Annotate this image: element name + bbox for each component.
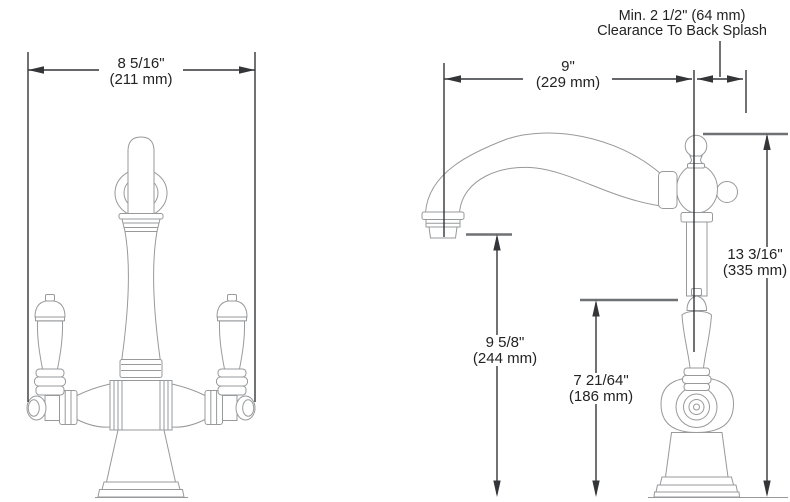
arrowhead-left bbox=[697, 75, 713, 83]
arrowhead-down bbox=[763, 480, 771, 497]
front-width-mm: (211 mm) bbox=[109, 70, 173, 88]
label-overall-height: 13 3/16" (335 mm) bbox=[716, 247, 790, 278]
front-left-valve-arm bbox=[26, 383, 111, 428]
arrowhead-left bbox=[28, 66, 44, 74]
arrowhead-up bbox=[592, 300, 600, 317]
label-spout-outlet-height: 9 5/8" (244 mm) bbox=[461, 335, 549, 366]
spout-reach-inches: 9" bbox=[561, 58, 575, 75]
label-handle-height: 7 21/64" (186 mm) bbox=[557, 373, 645, 404]
arrowhead-right bbox=[676, 75, 692, 83]
front-spout-collar bbox=[118, 213, 164, 232]
side-handle-rings bbox=[682, 367, 712, 391]
dim-clearance bbox=[697, 41, 747, 113]
side-spout-tube bbox=[424, 132, 662, 214]
handle-height-mm: (186 mm) bbox=[568, 387, 634, 405]
front-right-valve-arm bbox=[171, 383, 256, 428]
front-valve-barrel bbox=[109, 380, 173, 431]
front-left-handle bbox=[34, 294, 66, 396]
side-base bbox=[653, 432, 741, 498]
arrowhead-up bbox=[493, 234, 501, 251]
clearance-line1: Min. 2 1/2" (64 mm) bbox=[618, 8, 746, 24]
front-column-collar bbox=[119, 359, 163, 378]
dim-overall-height bbox=[763, 133, 771, 497]
dim-spout-reach bbox=[443, 63, 695, 352]
overall-height-inches: 13 3/16" bbox=[727, 246, 783, 263]
arrowhead-right bbox=[239, 66, 255, 74]
front-spout-riser bbox=[127, 136, 155, 219]
arrowhead-down bbox=[493, 480, 501, 497]
side-spout-hub bbox=[676, 164, 718, 214]
spout-reach-mm: (229 mm) bbox=[535, 73, 601, 91]
front-right-handle bbox=[216, 294, 248, 396]
arrowhead-left bbox=[445, 75, 461, 83]
label-clearance-note: Min. 2 1/2" (64 mm) Clearance To Back Sp… bbox=[574, 9, 790, 38]
arrowhead-right bbox=[727, 75, 743, 83]
side-handle bbox=[681, 288, 713, 369]
side-finial-ball bbox=[684, 134, 708, 169]
side-column bbox=[680, 212, 713, 297]
handle-height-inches: 7 21/64" bbox=[573, 372, 629, 389]
spout-outlet-height-mm: (244 mm) bbox=[472, 349, 538, 367]
dim-front-width bbox=[27, 52, 256, 402]
arrowhead-down bbox=[592, 480, 600, 497]
faucet-side-view-drawing bbox=[421, 132, 788, 498]
clearance-line2: Clearance To Back Splash bbox=[597, 22, 767, 39]
side-spout-flange bbox=[658, 171, 678, 209]
overall-height-mm: (335 mm) bbox=[722, 261, 788, 279]
level-target-lines bbox=[466, 132, 788, 302]
front-column bbox=[121, 231, 161, 378]
side-aerator bbox=[421, 211, 465, 239]
front-width-inches: 8 5/16" bbox=[117, 55, 165, 72]
side-rear-ball bbox=[716, 181, 738, 203]
front-base bbox=[97, 429, 185, 498]
label-spout-reach: 9" (229 mm) bbox=[500, 59, 636, 90]
spout-outlet-height-inches: 9 5/8" bbox=[485, 334, 525, 351]
label-front-width: 8 5/16" (211 mm) bbox=[73, 56, 209, 87]
faucet-front-view-drawing bbox=[26, 136, 256, 498]
arrowhead-up bbox=[763, 133, 771, 150]
